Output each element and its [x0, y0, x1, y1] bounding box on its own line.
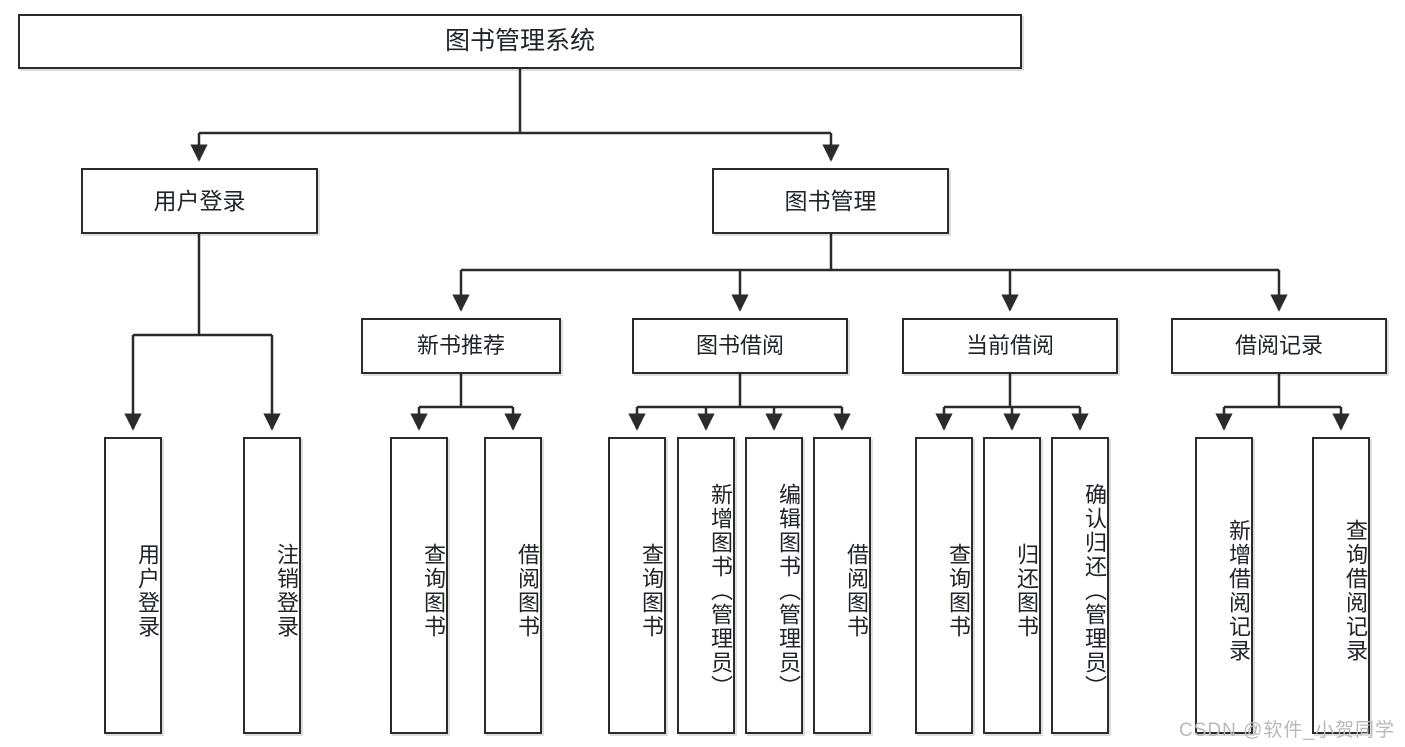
node-new-book-recommend[interactable]: 新书推荐 — [361, 318, 561, 374]
leaf-book-borrow-4-label: 借阅图书 — [844, 542, 869, 639]
leaf-current-borrow-1-label: 查询图书 — [946, 542, 971, 639]
leaf-borrow-record-1[interactable]: 新增借阅记录 — [1195, 437, 1253, 734]
node-book-borrow-label: 图书借阅 — [695, 332, 784, 358]
leaf-book-borrow-1-label: 查询图书 — [639, 542, 664, 639]
leaf-current-borrow-2[interactable]: 归还图书 — [983, 437, 1041, 734]
node-borrow-record-label: 借阅记录 — [1234, 332, 1323, 358]
leaf-current-borrow-1[interactable]: 查询图书 — [915, 437, 973, 734]
leaf-user-login-2[interactable]: 注销登录 — [243, 437, 301, 734]
leaf-book-borrow-3-label: 编辑图书（管理员） — [776, 482, 801, 699]
node-book-management[interactable]: 图书管理 — [712, 168, 949, 234]
leaf-current-borrow-3[interactable]: 确认归还（管理员） — [1051, 437, 1109, 734]
leaf-new-book-2-label: 借阅图书 — [515, 542, 540, 639]
leaf-user-login-2-label: 注销登录 — [274, 542, 299, 639]
leaf-new-book-1[interactable]: 查询图书 — [390, 437, 448, 734]
node-root-label: 图书管理系统 — [444, 27, 595, 56]
leaf-book-borrow-2-label: 新增图书（管理员） — [708, 482, 733, 699]
leaf-borrow-record-2-label: 查询借阅记录 — [1343, 518, 1368, 663]
leaf-book-borrow-3[interactable]: 编辑图书（管理员） — [745, 437, 803, 734]
node-root[interactable]: 图书管理系统 — [18, 14, 1022, 69]
node-new-book-recommend-label: 新书推荐 — [416, 332, 505, 358]
node-user-login[interactable]: 用户登录 — [81, 168, 318, 234]
leaf-current-borrow-3-label: 确认归还（管理员） — [1082, 482, 1107, 699]
watermark-text: CSDN @软件_小贺同学 — [1179, 720, 1395, 741]
leaf-borrow-record-2[interactable]: 查询借阅记录 — [1312, 437, 1370, 734]
node-borrow-record[interactable]: 借阅记录 — [1171, 318, 1387, 374]
leaf-book-borrow-4[interactable]: 借阅图书 — [813, 437, 871, 734]
node-user-login-label: 用户登录 — [153, 187, 246, 214]
node-book-borrow[interactable]: 图书借阅 — [632, 318, 848, 374]
leaf-new-book-1-label: 查询图书 — [421, 542, 446, 639]
node-current-borrow[interactable]: 当前借阅 — [902, 318, 1118, 374]
leaf-book-borrow-1[interactable]: 查询图书 — [608, 437, 666, 734]
leaf-new-book-2[interactable]: 借阅图书 — [484, 437, 542, 734]
leaf-user-login-1-label: 用户登录 — [135, 542, 160, 639]
leaf-book-borrow-2[interactable]: 新增图书（管理员） — [677, 437, 735, 734]
node-current-borrow-label: 当前借阅 — [965, 332, 1054, 358]
node-book-management-label: 图书管理 — [784, 187, 877, 214]
leaf-user-login-1[interactable]: 用户登录 — [104, 437, 162, 734]
leaf-current-borrow-2-label: 归还图书 — [1014, 542, 1039, 639]
leaf-borrow-record-1-label: 新增借阅记录 — [1226, 518, 1251, 663]
